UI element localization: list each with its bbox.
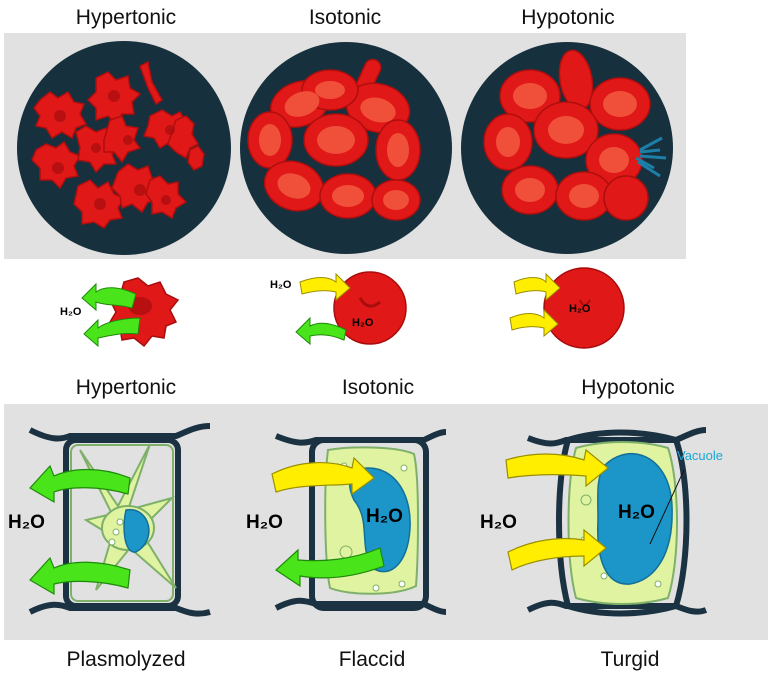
plant-cell-plasmolyzed: H₂O xyxy=(8,423,211,617)
plant-cell-turgid: Vacuole H₂O H₂O xyxy=(480,427,723,617)
plant-state-plasmolyzed: Plasmolyzed xyxy=(66,648,185,671)
plant-cell-flaccid: H₂O H₂O xyxy=(246,429,447,615)
rbc-single-isotonic: H₂O H₂O xyxy=(270,271,407,346)
plant-header-hypertonic: Hypertonic xyxy=(76,376,176,399)
rbc-header-hypertonic: Hypertonic xyxy=(76,6,176,29)
rbc-header-isotonic: Isotonic xyxy=(309,6,381,29)
rbc-header-hypotonic: Hypotonic xyxy=(521,6,614,29)
burst-fragments xyxy=(635,136,667,178)
water-label-turgid-out: H₂O xyxy=(480,512,517,533)
vacuole-label: Vacuole xyxy=(677,448,723,463)
rbc-single-hypertonic: H₂O xyxy=(60,277,180,348)
water-label-rbc-hypotonic: H₂O xyxy=(569,303,591,315)
plant-header-isotonic: Isotonic xyxy=(342,376,414,399)
plant-state-flaccid: Flaccid xyxy=(339,648,406,671)
water-label-flaccid-out: H₂O xyxy=(246,512,283,533)
water-label-flaccid-vacuole: H₂O xyxy=(366,506,403,527)
water-label-turgid-vacuole: H₂O xyxy=(618,502,655,523)
plant-state-turgid: Turgid xyxy=(601,648,660,671)
water-label-plasmolyzed: H₂O xyxy=(8,512,45,533)
water-label-rbc-isotonic-in: H₂O xyxy=(270,279,292,291)
rbc-single-hypotonic: H₂O xyxy=(509,267,625,349)
rbc-dish-isotonic xyxy=(240,42,452,254)
rbc-dish-hypertonic xyxy=(17,41,231,255)
water-label-rbc-hypertonic: H₂O xyxy=(60,306,82,318)
water-label-rbc-isotonic-out: H₂O xyxy=(352,317,374,329)
plant-header-hypotonic: Hypotonic xyxy=(581,376,674,399)
rbc-dish-hypotonic xyxy=(461,42,673,254)
